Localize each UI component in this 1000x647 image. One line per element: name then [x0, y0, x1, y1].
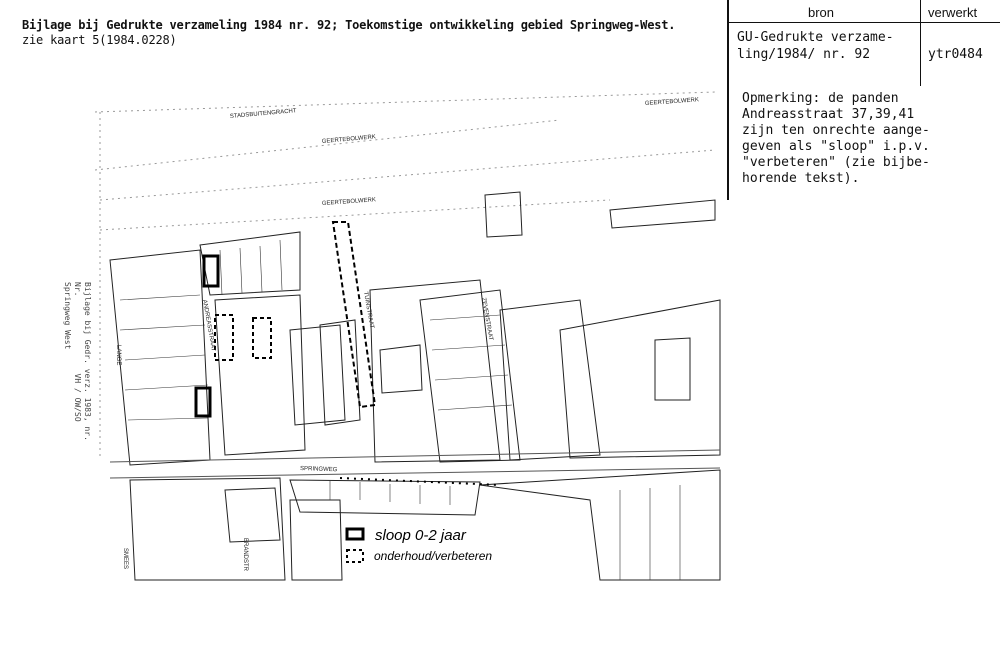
legend-onderhoud-symbol — [346, 549, 364, 563]
title-line-1: Bijlage bij Gedrukte verzameling 1984 nr… — [22, 18, 676, 32]
label-lange: LANGE — [115, 345, 121, 365]
verwerkt-value: ytr0484 — [928, 47, 983, 62]
label-tuinstraat: TUINSTRAAT — [362, 291, 374, 329]
column-verwerkt: verwerkt — [928, 5, 978, 20]
springweg-north-edge — [109, 449, 721, 463]
map-canal-lines — [94, 91, 716, 460]
label-geertebolwerk-3: GEERTEBOLWERK — [645, 97, 699, 107]
label-springweg: SPRINGWEG — [300, 466, 338, 473]
label-geertebolwerk-2: GEERTEBOLWERK — [322, 197, 376, 207]
legend-sloop-symbol — [345, 527, 365, 541]
title-line-2: zie kaart 5(1984.0228) — [22, 33, 177, 47]
label-geertebolwerk-1: GEERTEBOLWERK — [322, 134, 376, 145]
legend-onderhoud-label: onderhoud/verbeteren — [374, 549, 492, 563]
map-buildings — [109, 191, 721, 581]
sloop-marker-andreasstraat-north — [202, 254, 220, 288]
onderhoud-marker-springweg — [339, 477, 501, 486]
column-bron: bron — [808, 5, 835, 20]
springweg-south-edge — [109, 467, 721, 479]
remark-text: Opmerking: de panden Andreasstraat 37,39… — [742, 91, 930, 186]
table-divider — [920, 0, 921, 86]
label-brandstr: BRANDSTR — [242, 538, 248, 572]
label-zevenstraat: ZEVENSTRAAT — [480, 297, 493, 341]
map-legend: sloop 0-2 jaar onderhoud/verbeteren — [345, 527, 492, 563]
street-labels: STADSBUITENGRACHT GEERTEBOLWERK GEERTEBO… — [115, 97, 699, 571]
onderhoud-marker-block — [252, 317, 272, 359]
sloop-marker-andreasstraat-south — [194, 386, 212, 418]
onderhoud-marker-andreasstraat — [214, 314, 234, 361]
table-header-line — [728, 22, 1000, 23]
map-parcels — [119, 239, 681, 580]
bron-value: GU-Gedrukte verzame- ling/1984/ nr. 92 — [737, 30, 894, 62]
document-title: Bijlage bij Gedrukte verzameling 1984 nr… — [22, 18, 675, 48]
label-stadsbuitengracht: STADSBUITENGRACHT — [230, 108, 297, 120]
label-smees: SMEES — [122, 548, 128, 569]
legend-sloop-label: sloop 0-2 jaar — [375, 527, 467, 544]
onderhoud-marker-tuinstraat — [331, 221, 377, 409]
table-border-left — [727, 0, 729, 200]
